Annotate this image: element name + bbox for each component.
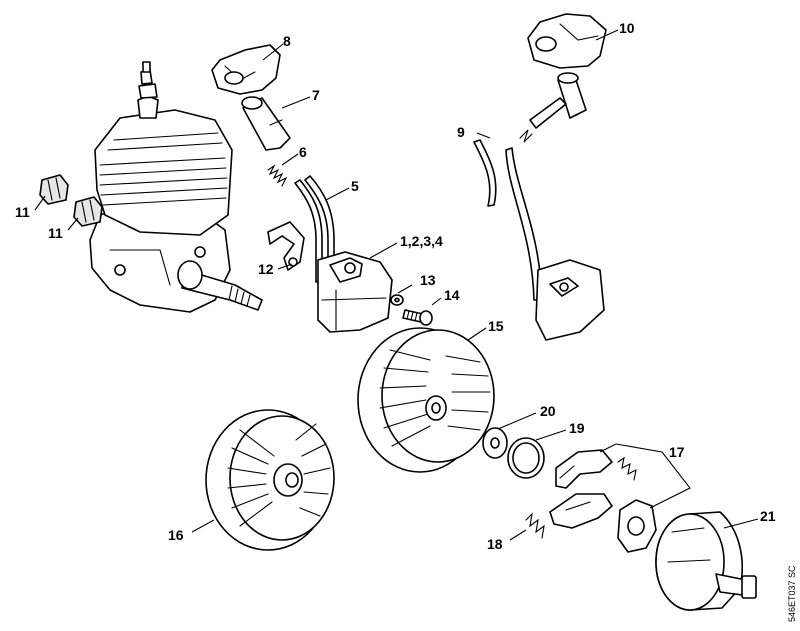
damper-part-11-upper [39,174,69,205]
callout-9: 9 [457,124,465,140]
callout-13: 13 [420,272,436,288]
ignition-module-part-1-2-3-4 [317,251,393,333]
spring-part-18 [525,512,545,539]
ring-part-19 [507,437,545,479]
boot-part-10 [527,13,607,69]
callout-12: 12 [258,261,274,277]
callout-21: 21 [760,508,776,524]
callout-16: 16 [168,527,184,543]
flywheel-part-15 [357,327,495,473]
clutch-drum-part-21 [655,511,757,611]
boot-part-8 [211,44,281,95]
spring-part-6 [267,164,288,187]
callout-7: 7 [312,87,320,103]
plug-terminal-part-7 [241,96,291,151]
clutch-part-17 [549,449,657,553]
fan-wheel-part-16 [205,409,335,551]
callout-5: 5 [351,178,359,194]
callout-8: 8 [283,33,291,49]
screw-part-14 [402,309,433,326]
callout-19: 19 [569,420,585,436]
leader-lines [34,29,759,541]
callout-17: 17 [669,444,685,460]
callout-14: 14 [444,287,460,303]
lead-and-module-part-9 [473,72,605,341]
callout-20: 20 [540,403,556,419]
callout-18: 18 [487,536,503,552]
callout-11-upper: 11 [15,204,30,220]
callout-11-lower: 11 [48,225,63,241]
callout-1-2-3-4: 1,2,3,4 [400,233,443,249]
washer-part-13 [390,294,404,306]
engine-cylinder-assembly [89,61,263,313]
bracket-part-12 [267,221,305,271]
callout-6: 6 [299,144,307,160]
damper-part-11-lower [73,196,103,227]
document-reference: 546ET037 SC [787,565,797,622]
washer-part-20 [482,427,508,459]
callout-labels: 8 7 6 5 1,2,3,4 10 9 11 11 12 13 14 15 2… [15,20,776,552]
callout-10: 10 [619,20,635,36]
callout-15: 15 [488,318,504,334]
